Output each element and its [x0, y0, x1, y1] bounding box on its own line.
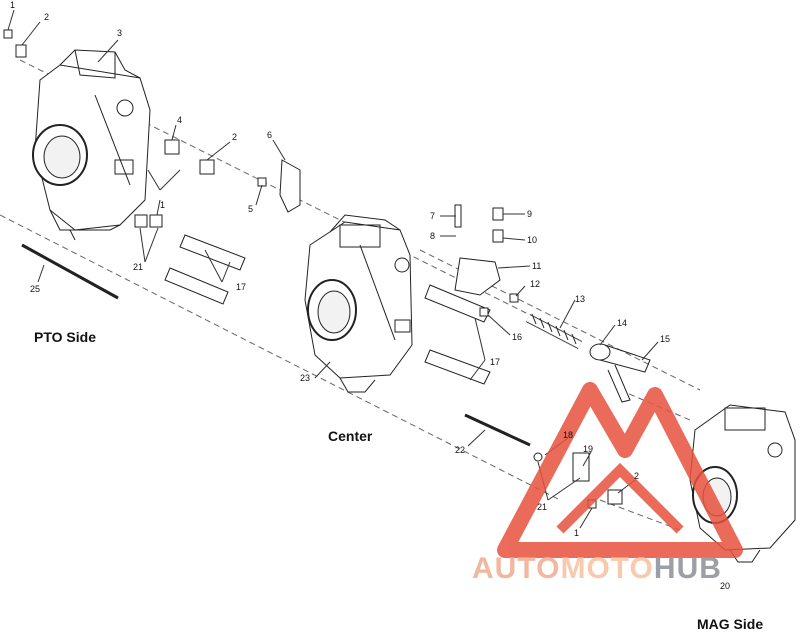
- watermark-part-moto: MOTO: [560, 552, 654, 585]
- callout-11: 11: [532, 261, 541, 271]
- callout-10: 10: [527, 235, 537, 245]
- rod-25: [21, 243, 119, 300]
- spring-13: [525, 313, 583, 349]
- callout-23: 23: [300, 373, 310, 383]
- leader-lines: [7, 9, 659, 529]
- callout-22: 22: [455, 445, 465, 455]
- callout-4: 4: [177, 115, 182, 125]
- callout-1: 1: [160, 200, 165, 210]
- mag-side-label: MAG Side: [697, 616, 764, 632]
- callout-17: 17: [236, 282, 246, 292]
- watermark-logo: [497, 382, 743, 558]
- callout-numbers: 1 2 3 4 2 1 5 6 7 8 9 10 11 12 13 14 15 …: [10, 0, 730, 591]
- throttle-lever: [589, 343, 651, 403]
- callout-21: 21: [133, 262, 143, 272]
- callout-6: 6: [267, 130, 272, 140]
- center-carburetor: [304, 214, 413, 393]
- pto-carburetor: [32, 49, 151, 241]
- rod-22: [464, 413, 531, 447]
- callout-8: 8: [430, 231, 435, 241]
- callout-14: 14: [617, 318, 627, 328]
- callout-21: 21: [537, 502, 547, 512]
- callout-17: 17: [490, 357, 500, 367]
- callout-2: 2: [232, 132, 237, 142]
- callout-1: 1: [10, 0, 15, 10]
- watermark-part-auto: AUTO: [472, 552, 561, 585]
- callout-12: 12: [530, 279, 540, 289]
- watermark-part-hub: HUB: [653, 552, 722, 585]
- callout-16: 16: [512, 332, 522, 342]
- callout-25: 25: [30, 284, 40, 294]
- callout-7: 7: [430, 211, 435, 221]
- callout-18: 18: [563, 430, 573, 440]
- callout-5: 5: [248, 204, 253, 214]
- center-label: Center: [328, 428, 373, 444]
- callout-3: 3: [117, 28, 122, 38]
- callout-2: 2: [634, 471, 639, 481]
- callout-9: 9: [527, 209, 532, 219]
- bracket-11: [454, 257, 501, 296]
- callout-20: 20: [720, 581, 730, 591]
- callout-15: 15: [660, 334, 670, 344]
- callout-13: 13: [575, 294, 585, 304]
- small-fittings: [3, 29, 623, 509]
- watermark-text: AUTOMOTOHUB: [472, 552, 722, 586]
- callout-1: 1: [574, 528, 579, 538]
- callout-19: 19: [583, 444, 593, 454]
- callout-2: 2: [44, 12, 49, 22]
- pto-side-label: PTO Side: [34, 329, 96, 345]
- bracket-6: [279, 159, 301, 213]
